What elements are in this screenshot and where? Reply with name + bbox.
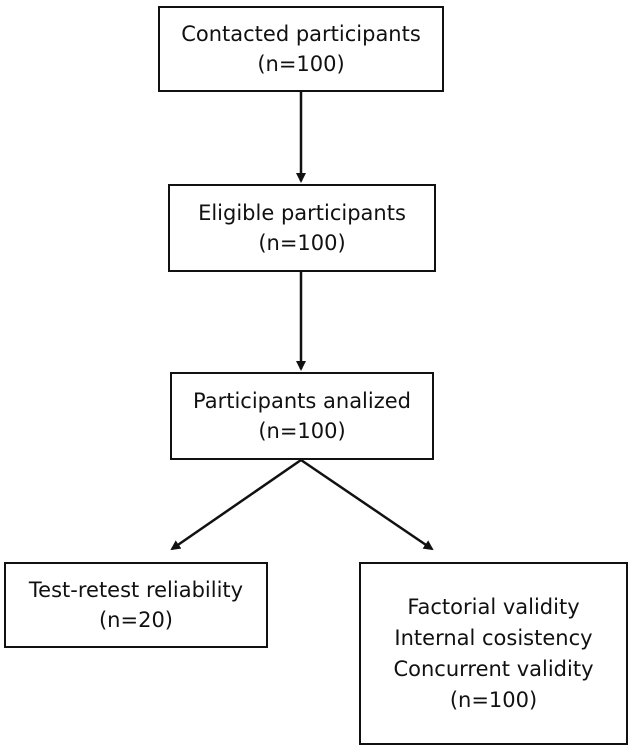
retest-count: (n=20) xyxy=(98,608,173,632)
retest-title: Test-retest reliability xyxy=(28,578,244,602)
contacted-count: (n=100) xyxy=(257,52,345,76)
arrow-analized-to-retest xyxy=(170,458,302,551)
validity-count: (n=100) xyxy=(449,687,538,712)
analized-title: Participants analized xyxy=(192,389,412,413)
validity-line-concurrent: Concurrent validity xyxy=(393,656,594,681)
eligible-count: (n=100) xyxy=(258,231,346,255)
analized-count: (n=100) xyxy=(258,419,346,443)
eligible-title: Eligible participants xyxy=(198,201,406,225)
validity-line-internal: Internal cosistency xyxy=(394,625,593,650)
arrow-analized-to-validity xyxy=(300,458,434,551)
validity-consistency-box: Factorial validity Internal cosistency C… xyxy=(359,562,628,745)
contacted-participants-box: Contacted participants (n=100) xyxy=(158,6,444,92)
test-retest-reliability-box: Test-retest reliability (n=20) xyxy=(4,562,268,648)
eligible-participants-box: Eligible participants (n=100) xyxy=(168,184,436,272)
participants-analized-box: Participants analized (n=100) xyxy=(170,372,434,460)
validity-line-factorial: Factorial validity xyxy=(407,594,580,619)
contacted-title: Contacted participants xyxy=(181,22,421,46)
